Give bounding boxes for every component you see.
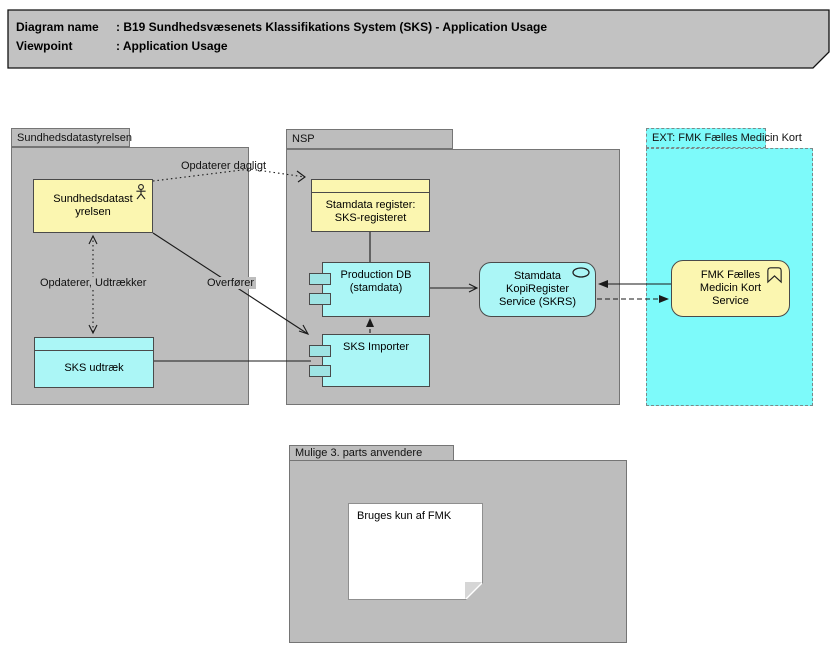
node-label: Stamdata KopiRegister Service (SKRS): [498, 270, 577, 308]
header-viewpoint-value: : Application Usage: [116, 39, 228, 53]
data-object-strip-icon: [35, 338, 153, 351]
node-label: SKS Importer: [342, 341, 410, 353]
edge-label-overfoerer: Overfører: [205, 277, 257, 289]
diagram-header: Diagram name : B19 Sundhedsvæsenets Klas…: [16, 18, 547, 56]
note-text: Bruges kun af FMK: [357, 510, 452, 522]
component-icon-tab: [309, 345, 331, 357]
data-object-strip-icon: [312, 180, 429, 193]
header-row-viewpoint: Viewpoint : Application Usage: [16, 37, 547, 56]
group-tab-sundhedsdatastyrelsen[interactable]: Sundhedsdatastyrelsen: [11, 128, 132, 147]
diagram-header-shape: [7, 9, 830, 69]
service-oval-icon: [572, 267, 590, 278]
group-tab-mulige-parts[interactable]: Mulige 3. parts anvendere: [289, 445, 454, 461]
header-diagram-name-label: Diagram name: [16, 20, 99, 34]
actor-icon: [136, 184, 146, 200]
node-label: Production DB (stamdata): [340, 269, 412, 294]
header-diagram-name-value: : B19 Sundhedsvæsenets Klassifikations S…: [116, 20, 548, 34]
header-note-polygon: [7, 9, 830, 69]
node-label: FMK Fælles Medicin Kort Service: [699, 269, 762, 307]
chevron-banner-icon: [767, 267, 782, 284]
header-row-diagram-name: Diagram name : B19 Sundhedsvæsenets Klas…: [16, 18, 547, 37]
node-skrs-service[interactable]: Stamdata KopiRegister Service (SKRS): [479, 262, 596, 317]
group-tab-nsp[interactable]: NSP: [286, 129, 453, 149]
edge-label-opdaterer-dagligt: Opdaterer dagligt: [181, 160, 266, 172]
header-viewpoint-label: Viewpoint: [16, 39, 73, 53]
node-sks-udtraek[interactable]: SKS udtræk: [34, 337, 154, 388]
node-production-db[interactable]: Production DB (stamdata): [309, 262, 430, 317]
edge-label-opdaterer-udtraekker: Opdaterer, Udtrækker: [38, 277, 149, 289]
node-label: Stamdata register: SKS-registeret: [325, 198, 416, 224]
node-sundhedsdatastyrelsen-actor[interactable]: Sundhedsdatastyrelsen: [33, 179, 153, 233]
node-sks-importer[interactable]: SKS Importer: [309, 334, 430, 387]
note-bruges-kun-af-fmk[interactable]: Bruges kun af FMK: [348, 503, 483, 600]
component-icon-tab: [309, 273, 331, 285]
node-label: SKS udtræk: [64, 362, 124, 374]
node-label: Sundhedsdatastyrelsen: [53, 193, 133, 218]
node-fmk-service[interactable]: FMK Fælles Medicin Kort Service: [671, 260, 790, 317]
component-icon-tab: [309, 365, 331, 377]
component-icon-tab: [309, 293, 331, 305]
group-tab-ext-fmk[interactable]: EXT: FMK Fælles Medicin Kort: [646, 128, 802, 148]
node-stamdata-register[interactable]: Stamdata register: SKS-registeret: [311, 179, 430, 232]
